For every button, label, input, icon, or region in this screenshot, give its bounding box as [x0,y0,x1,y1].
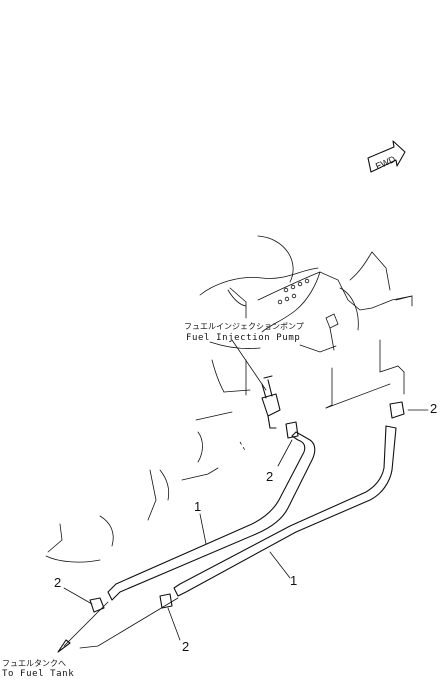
tank-label-jp: フュエルタンクへ [2,659,66,668]
pump-label-en: Fuel Injection Pump [186,333,301,343]
fwd-arrow-marker: FWD [367,140,406,173]
pump-label-jp: フュエルインジェクションポンプ [184,322,304,331]
fwd-marker-text: FWD [374,154,397,172]
fuel-hose-lower [173,425,397,597]
callout-hose-upper: 1 [194,499,202,514]
callout-hose-lower: 1 [290,573,298,588]
callout-clamp-left: 2 [54,575,62,590]
tank-label-en: To Fuel Tank [2,669,75,679]
clamp-right [389,401,405,419]
clamp-mid [159,593,173,609]
clamp-pump [285,421,299,439]
clamp-left [89,597,105,613]
callout-clamp-mid: 2 [182,639,190,654]
leader-lines [63,339,429,641]
fuel-hose-upper [107,431,316,601]
engine-outline [45,235,413,563]
tank-arrow [57,597,179,653]
pump-fitting [261,375,281,429]
callout-clamp-right: 2 [430,401,438,416]
callout-clamp-pump: 2 [266,469,274,484]
